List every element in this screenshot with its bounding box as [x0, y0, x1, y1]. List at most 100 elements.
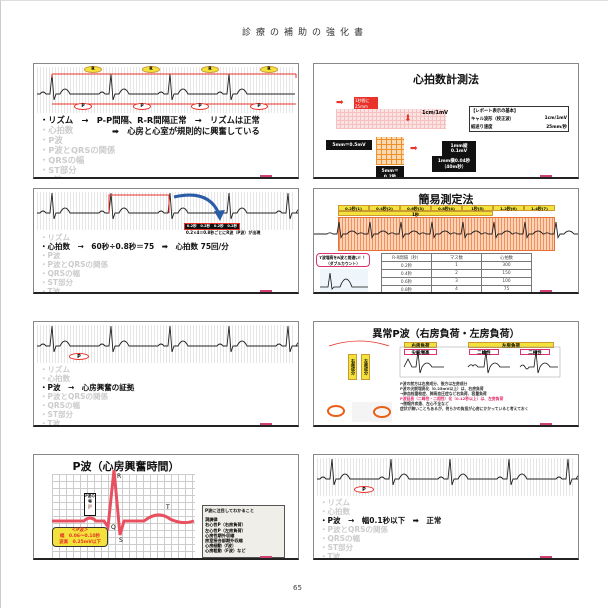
topic-item: ・P波とQRSの関係 — [320, 525, 389, 534]
slide-title: 簡易測定法 — [418, 193, 474, 206]
slide-mark — [540, 423, 552, 425]
table-cell: 100 — [481, 277, 532, 286]
topic-list: ・リズム・心拍数 → 60秒÷0.8秒＝75 ➡ 心拍数 75回/分・P波・P波… — [40, 233, 229, 292]
slide-simple-method: 簡易測定法 0.2秒(1)0.4秒(2)0.6秒(3)0.8秒(4)1秒(5)1… — [313, 188, 579, 294]
slide-p-duration: P波（心房興奮時間） R T P波の幅 P ＜P波＞ 幅 0.06〜0.10秒 … — [33, 454, 299, 560]
slide-mark — [260, 556, 272, 558]
table-cell: 1秒 — [382, 294, 432, 295]
interval-box: 0.2秒 — [186, 224, 197, 228]
r-label: R — [260, 66, 278, 73]
slide-abnormal-p: 異常P波（右房負荷・左房負荷） 右房負荷 左房負荷 尖鋭増高 二峰性 二相性 右… — [313, 321, 579, 427]
double-count-callout: T波増高をR波と間違い！！（ダブルカウント） — [316, 253, 370, 267]
callout-title: ＜P波＞ — [71, 528, 89, 533]
interval-annotation: 0.2×4＝0.8秒ごとにR波（P波）が出現 — [186, 230, 261, 235]
bifid-label: 二峰性 — [469, 349, 499, 356]
topic-item: ・QRSの幅 — [40, 401, 81, 410]
table-cell: 300 — [481, 261, 532, 270]
heart-diagram — [327, 340, 392, 422]
ecg-waveform — [37, 325, 298, 353]
table-cell: 心拍数 — [481, 253, 532, 262]
p-wave-findings-box: P波に注目してわかること 洞調律右心性P（右房負荷）左心性P（左房負荷）心房性期… — [202, 505, 285, 558]
segment-label: 0.6秒(3) — [400, 205, 431, 211]
p-label: P — [87, 504, 93, 511]
arrow-right-icon: ➡ — [336, 98, 344, 108]
slide-mark — [540, 290, 552, 292]
finding-item: 心房細動（f波） — [205, 543, 237, 549]
bullet-item: P波の尖鋭増高化（0.25mV以上）は、右房負荷 — [400, 386, 484, 391]
topic-item: ・リズム — [40, 233, 70, 242]
p-label: P — [69, 353, 89, 360]
bullet-item: →肺血栓塞栓症、肺高血圧症など右負荷、容量負荷 — [400, 391, 487, 396]
ecg-trace — [314, 221, 578, 240]
topic-item: ・P波 — [40, 251, 61, 260]
peaked-label: 尖鋭増高 — [404, 349, 437, 356]
calibration-label: 1cm/1mV — [422, 110, 449, 116]
p-width-label: P波の幅 — [85, 494, 95, 503]
biphasic-label: 二相性 — [520, 349, 550, 356]
report-header: 【レポート表示の基本】 — [471, 109, 519, 114]
segment-label: 1秒(5) — [462, 205, 493, 211]
slide-rhythm: R R R R P P P P ・リズム → P-P間隔、R-R間隔正常 → リ… — [33, 63, 299, 179]
topic-item: ・心拍数 — [320, 507, 350, 516]
bullet-item: 症状が無いこともあるが、何らかの負担が心房にかかっていると考えておく — [400, 406, 529, 411]
table-header-row: R-R間隔（秒）マス数心拍数 — [381, 253, 532, 262]
topic-item: ・P波 → 心房興奮の証拠 — [40, 383, 135, 392]
finding-item: 房室接合部期外収縮 — [205, 538, 243, 544]
ecg-grid — [37, 192, 295, 230]
finding-item: 心房性期外収縮 — [205, 532, 235, 538]
q-label: Q — [111, 524, 116, 531]
p-label: P — [74, 103, 92, 110]
ecg-trace — [37, 192, 298, 220]
table-cell: 75 — [481, 285, 532, 292]
page-number: 65 — [293, 584, 302, 592]
topic-item: ・P波とQRSの関係 — [40, 145, 116, 155]
report-row-value: 1cm/1mV — [544, 116, 567, 121]
slide-title: 心拍数計測法 — [413, 73, 479, 86]
t-label: T — [166, 504, 170, 511]
finding-item: 右心性P（右房負荷） — [205, 522, 246, 528]
segment-label: 0.4秒(2) — [369, 205, 400, 211]
topic-item: ・ST部分 — [40, 165, 77, 175]
topic-item: ・ST部分 — [40, 278, 74, 287]
segment-label: 1.2秒(6) — [493, 205, 524, 211]
topic-item: ・ST部分 — [320, 543, 354, 552]
r-label: R — [201, 66, 219, 73]
topic-list: ・リズム → P-P間隔、R-R間隔正常 → リズムは正常・心拍数・P波・P波と… — [40, 115, 260, 177]
slide-p-wave: P ・リズム・心拍数・P波 → 心房興奮の証拠・P波とQRSの関係・QRSの幅・… — [33, 321, 299, 427]
ecg-waveform — [314, 221, 578, 240]
table-cell: 0.8秒 — [381, 285, 432, 292]
topic-item: ・心拍数 — [40, 125, 74, 135]
left-component-label: 左房成分 — [361, 354, 370, 380]
p-label: P — [191, 103, 209, 110]
slide-title: 異常P波（右房負荷・左房負荷） — [372, 329, 520, 340]
topic-item: ・QRSの幅 — [320, 534, 361, 543]
interval-brackets — [51, 73, 297, 105]
topic-item: ・T波 — [40, 175, 260, 177]
rr-bracket-arrow — [108, 193, 225, 221]
table-cell: 1 — [431, 261, 482, 270]
topic-item: ・リズム → P-P間隔、R-R間隔正常 → リズムは正常 — [40, 115, 260, 125]
callout-width: 幅 0.06〜0.10秒 — [59, 534, 101, 539]
s-label: S — [119, 537, 123, 544]
segment-label: 0.2秒(1) — [338, 205, 369, 211]
table-cell: マス数 — [431, 253, 482, 262]
topic-item: ・リズム — [320, 498, 350, 507]
bullet-item: →僧帽弁疾患、左心不全など — [400, 401, 449, 406]
tall-t-wave-ecg — [320, 269, 368, 292]
p-label: P — [250, 103, 268, 110]
table-row: 1秒560 — [382, 294, 532, 295]
r-label: R — [117, 473, 122, 480]
report-row-value: 25mm/秒 — [546, 125, 567, 130]
slide-mark — [540, 175, 552, 177]
finding-item: 洞調律 — [205, 517, 218, 523]
document-title: 診療の補助の強化書 — [241, 28, 368, 38]
interval-box: 0.2秒 — [200, 224, 211, 228]
right-atrial-load-label: 右房負荷 — [404, 342, 437, 349]
ecg-trace — [37, 73, 295, 101]
topic-item: ・心拍数 — [40, 374, 70, 383]
